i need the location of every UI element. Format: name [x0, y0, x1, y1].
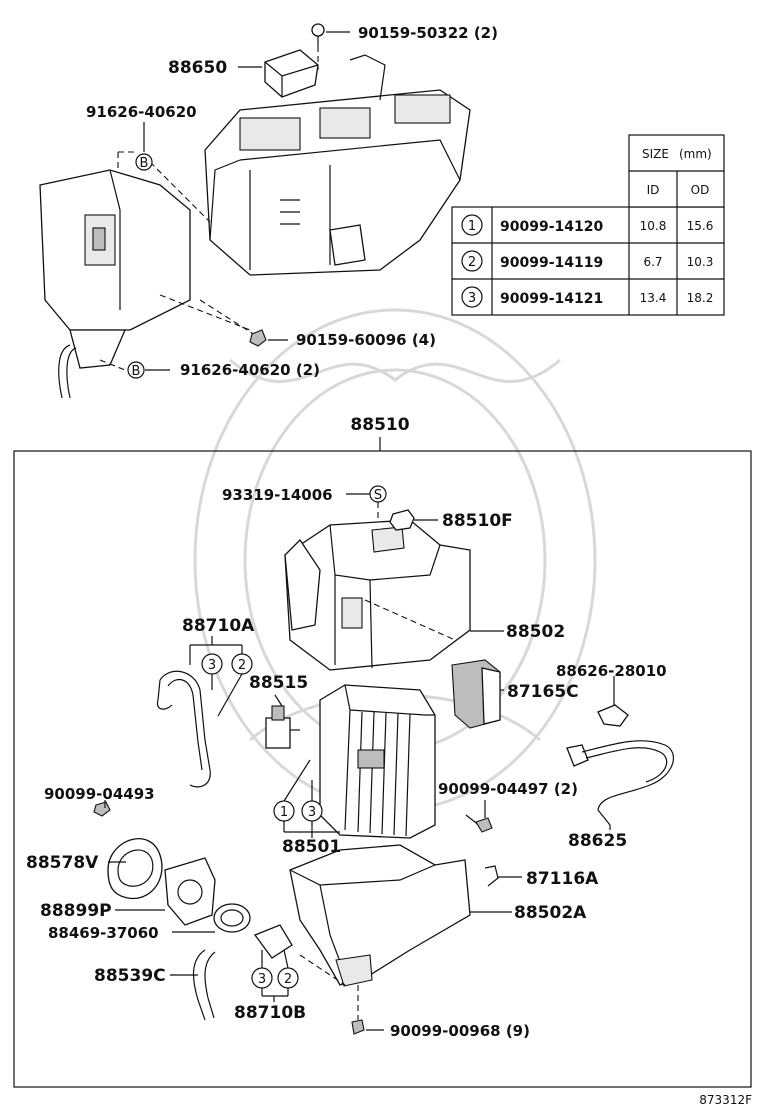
valve-88515-drawing [265, 705, 300, 749]
label-resistor-88650: 88650 [168, 58, 227, 78]
table-cell-part: 90099-14120 [500, 219, 603, 235]
svg-text:B: B [132, 364, 141, 379]
label-resistor-87165c: 87165C [507, 682, 579, 702]
screw-s-marker: S [369, 485, 387, 503]
label-sensor-88626: 88626-28010 [556, 662, 667, 680]
svg-text:3: 3 [308, 805, 316, 820]
label-tube-88710a: 88710A [182, 616, 255, 636]
hose-size-table: SIZE (mm) ID OD 1 90099-14120 10.8 15.6 … [451, 134, 725, 316]
label-tube-88710b: 88710B [234, 1003, 306, 1023]
label-clip-upper: 91626-40620 [86, 103, 197, 121]
svg-text:S: S [374, 488, 382, 503]
ring-marker-3: 3 [301, 800, 323, 822]
upper-case-88502-drawing [284, 519, 471, 671]
tube-88710b-drawing [253, 924, 293, 959]
table-header-id: ID [647, 183, 660, 197]
label-bolt-04493: 90099-04493 [44, 785, 155, 803]
resistor-88650-drawing [264, 49, 319, 98]
label-bolt-04497: 90099-04497 (2) [438, 780, 578, 798]
label-case-upper-88502: 88502 [506, 622, 565, 642]
resistor-87165c-drawing [451, 659, 501, 729]
ring-marker-2: 2 [231, 653, 253, 675]
heater-case-drawing [204, 54, 471, 276]
label-seal-88578v: 88578V [26, 853, 99, 873]
table-cell-id: 13.4 [640, 291, 667, 305]
label-bolt-60096: 90159-60096 (4) [296, 331, 436, 349]
table-row: 3 90099-14121 13.4 18.2 [461, 286, 714, 308]
svg-text:1: 1 [468, 219, 476, 234]
ring-marker-1: 1 [273, 800, 295, 822]
bolt-04493-drawing [93, 801, 111, 817]
table-header-od: OD [691, 183, 710, 197]
top-leader-lines [99, 31, 350, 371]
label-clip-87116a: 87116A [526, 869, 599, 889]
svg-text:2: 2 [284, 972, 292, 987]
label-evaporator-88501: 88501 [282, 837, 341, 857]
switch-88510f-drawing [389, 509, 415, 531]
svg-text:2: 2 [238, 658, 246, 673]
svg-text:3: 3 [468, 291, 476, 306]
lower-case-88502a-drawing [289, 844, 471, 987]
label-hose-88539c: 88539C [94, 966, 166, 986]
assembly-frame [13, 450, 752, 1088]
clip-87116a-drawing [484, 865, 499, 887]
svg-text:3: 3 [258, 972, 266, 987]
bolt-04497-drawing [465, 814, 493, 833]
label-valve-88515: 88515 [249, 673, 308, 693]
bolt-60096-drawing [249, 329, 267, 347]
label-harness-88625: 88625 [568, 831, 627, 851]
assembly-title: 88510 [350, 415, 409, 435]
ring-marker-2: 2 [277, 967, 299, 989]
table-row: 1 90099-14120 10.8 15.6 [461, 214, 714, 236]
svg-text:3: 3 [208, 658, 216, 673]
svg-text:2: 2 [468, 255, 476, 270]
blower-unit-drawing [39, 169, 191, 399]
oring-88469-drawing [213, 903, 251, 933]
sensor-harness-drawing [566, 680, 674, 826]
label-oring-88469: 88469-37060 [48, 924, 159, 942]
ring-marker-3: 3 [251, 967, 273, 989]
svg-text:B: B [140, 156, 149, 171]
table-cell-id: 10.8 [640, 219, 667, 233]
label-case-lower-88502a: 88502A [514, 903, 587, 923]
label-bolt-00968: 90099-00968 (9) [390, 1022, 530, 1040]
label-screw-s: 93319-14006 [222, 486, 333, 504]
clip-marker-upper: B [135, 153, 153, 171]
assembly-leader-lines [104, 493, 615, 1031]
bolt-00968-drawing [351, 1019, 365, 1035]
clip-marker-lower: B [127, 361, 145, 379]
ring-marker-3: 3 [201, 653, 223, 675]
table-header-size: SIZE [642, 147, 669, 161]
label-plate-88899p: 88899P [40, 901, 112, 921]
figure-code: 873312F [699, 1093, 752, 1107]
table-cell-od: 10.3 [687, 255, 714, 269]
hose-88539c-drawing [193, 949, 216, 1021]
plate-88899p-drawing [164, 857, 216, 926]
table-cell-id: 6.7 [643, 255, 662, 269]
table-header-unit: (mm) [679, 147, 712, 161]
label-screw-top: 90159-50322 (2) [358, 24, 498, 42]
label-clip-lower: 91626-40620 (2) [180, 361, 320, 379]
table-cell-part: 90099-14121 [500, 291, 603, 307]
seal-88578v-drawing [107, 838, 163, 900]
table-row: 2 90099-14119 6.7 10.3 [461, 250, 714, 272]
table-cell-part: 90099-14119 [500, 255, 603, 271]
svg-text:1: 1 [280, 805, 288, 820]
label-switch-88510f: 88510F [442, 511, 513, 531]
evaporator-88501-drawing [319, 684, 436, 839]
table-cell-od: 18.2 [687, 291, 714, 305]
table-cell-od: 15.6 [687, 219, 714, 233]
tube-88710a-drawing [156, 670, 211, 788]
screw-top-drawing [311, 23, 325, 46]
